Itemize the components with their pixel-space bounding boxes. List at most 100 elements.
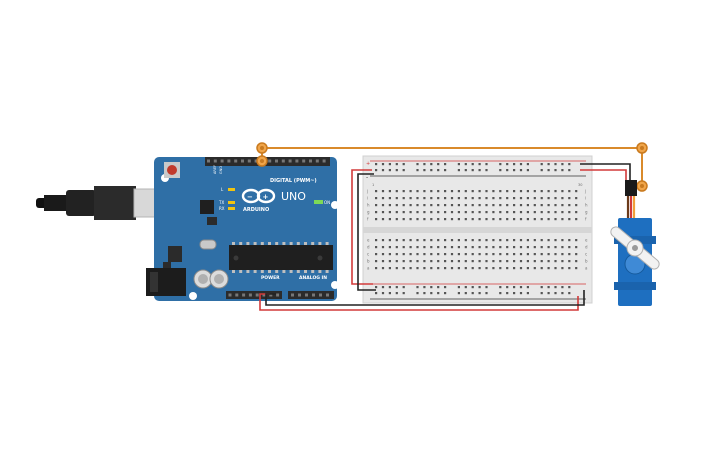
- breadboard-hole[interactable]: [402, 204, 405, 207]
- breadboard-hole[interactable]: [499, 260, 502, 263]
- breadboard-hole[interactable]: [506, 267, 509, 270]
- header-pin[interactable]: [254, 159, 258, 163]
- breadboard-hole[interactable]: [485, 204, 488, 207]
- breadboard-hole[interactable]: [499, 211, 502, 214]
- breadboard-hole[interactable]: [533, 197, 536, 200]
- breadboard-hole[interactable]: [547, 253, 550, 256]
- breadboard-hole[interactable]: [561, 197, 564, 200]
- breadboard-hole[interactable]: [540, 260, 543, 263]
- breadboard-hole[interactable]: [430, 239, 433, 242]
- breadboard-hole[interactable]: [430, 267, 433, 270]
- breadboard-hole[interactable]: [547, 211, 550, 214]
- header-pin[interactable]: [315, 159, 319, 163]
- header-pin[interactable]: [281, 159, 285, 163]
- breadboard-hole[interactable]: [554, 211, 557, 214]
- breadboard-hole[interactable]: [561, 267, 564, 270]
- breadboard-hole[interactable]: [430, 169, 433, 172]
- breadboard-hole[interactable]: [423, 211, 426, 214]
- ground-wire[interactable]: [265, 290, 585, 306]
- breadboard-hole[interactable]: [416, 211, 419, 214]
- breadboard-hole[interactable]: [450, 239, 454, 242]
- breadboard-hole[interactable]: [457, 218, 460, 221]
- breadboard-hole[interactable]: [540, 197, 543, 200]
- breadboard-hole[interactable]: [533, 246, 536, 249]
- breadboard-hole[interactable]: [423, 260, 426, 263]
- breadboard-hole[interactable]: [471, 239, 474, 242]
- breadboard-hole[interactable]: [409, 211, 412, 214]
- breadboard-hole[interactable]: [568, 260, 571, 263]
- breadboard-hole[interactable]: [388, 204, 391, 207]
- breadboard-hole[interactable]: [437, 190, 440, 193]
- breadboard-hole[interactable]: [547, 260, 550, 263]
- breadboard-hole[interactable]: [381, 197, 385, 200]
- breadboard-hole[interactable]: [492, 197, 495, 200]
- breadboard-hole[interactable]: [464, 260, 467, 263]
- breadboard-hole[interactable]: [375, 163, 378, 166]
- breadboard-hole[interactable]: [554, 169, 557, 172]
- header-pin[interactable]: [268, 159, 272, 163]
- breadboard-hole[interactable]: [381, 163, 385, 166]
- breadboard-hole[interactable]: [554, 286, 557, 289]
- breadboard-hole[interactable]: [485, 286, 488, 289]
- breadboard-hole[interactable]: [388, 169, 391, 172]
- breadboard-hole[interactable]: [444, 169, 447, 172]
- breadboard-hole[interactable]: [409, 253, 412, 256]
- wire-endpoint-icon[interactable]: [636, 180, 648, 192]
- breadboard-hole[interactable]: [513, 246, 516, 249]
- header-pin[interactable]: [228, 293, 232, 297]
- breadboard-hole[interactable]: [457, 239, 460, 242]
- breadboard-hole[interactable]: [568, 163, 571, 166]
- breadboard-hole[interactable]: [457, 169, 460, 172]
- breadboard-hole[interactable]: [492, 211, 495, 214]
- breadboard-hole[interactable]: [388, 163, 391, 166]
- breadboard-hole[interactable]: [485, 218, 488, 221]
- breadboard-hole[interactable]: [471, 204, 474, 207]
- breadboard-hole[interactable]: [533, 260, 536, 263]
- breadboard-hole[interactable]: [457, 204, 460, 207]
- breadboard-hole[interactable]: [513, 239, 516, 242]
- breadboard-hole[interactable]: [409, 190, 412, 193]
- breadboard-hole[interactable]: [457, 286, 460, 289]
- breadboard-hole[interactable]: [416, 253, 419, 256]
- breadboard-hole[interactable]: [540, 286, 543, 289]
- wire-endpoint-icon[interactable]: [256, 155, 268, 167]
- breadboard-hole[interactable]: [513, 253, 516, 256]
- breadboard-hole[interactable]: [464, 163, 467, 166]
- breadboard-hole[interactable]: [485, 190, 488, 193]
- breadboard-hole[interactable]: [395, 190, 398, 193]
- breadboard-hole[interactable]: [437, 260, 440, 263]
- breadboard-hole[interactable]: [430, 204, 433, 207]
- breadboard-hole[interactable]: [444, 163, 447, 166]
- breadboard-hole[interactable]: [506, 169, 509, 172]
- breadboard-hole[interactable]: [554, 163, 557, 166]
- breadboard-hole[interactable]: [506, 190, 509, 193]
- breadboard-hole[interactable]: [395, 267, 398, 270]
- header-pin[interactable]: [213, 159, 217, 163]
- breadboard-hole[interactable]: [464, 239, 467, 242]
- breadboard-hole[interactable]: [506, 211, 509, 214]
- header-pin[interactable]: [207, 159, 210, 163]
- breadboard-hole[interactable]: [561, 253, 564, 256]
- breadboard-hole[interactable]: [568, 253, 571, 256]
- servo-horn[interactable]: [607, 223, 663, 274]
- breadboard-hole[interactable]: [485, 253, 488, 256]
- breadboard-hole[interactable]: [471, 253, 474, 256]
- breadboard-hole[interactable]: [540, 239, 543, 242]
- breadboard-hole[interactable]: [478, 163, 481, 166]
- breadboard-hole[interactable]: [568, 211, 571, 214]
- breadboard-hole[interactable]: [388, 190, 391, 193]
- breadboard-hole[interactable]: [450, 211, 454, 214]
- breadboard-hole[interactable]: [471, 286, 474, 289]
- breadboard-hole[interactable]: [568, 169, 571, 172]
- breadboard-hole[interactable]: [444, 190, 447, 193]
- breadboard-hole[interactable]: [402, 286, 405, 289]
- breadboard-hole[interactable]: [499, 292, 502, 295]
- breadboard-hole[interactable]: [575, 197, 578, 200]
- breadboard-hole[interactable]: [471, 267, 474, 270]
- breadboard-hole[interactable]: [375, 286, 378, 289]
- breadboard-hole[interactable]: [485, 197, 488, 200]
- breadboard-hole[interactable]: [416, 169, 419, 172]
- header-pin[interactable]: [235, 293, 239, 297]
- breadboard-hole[interactable]: [547, 239, 550, 242]
